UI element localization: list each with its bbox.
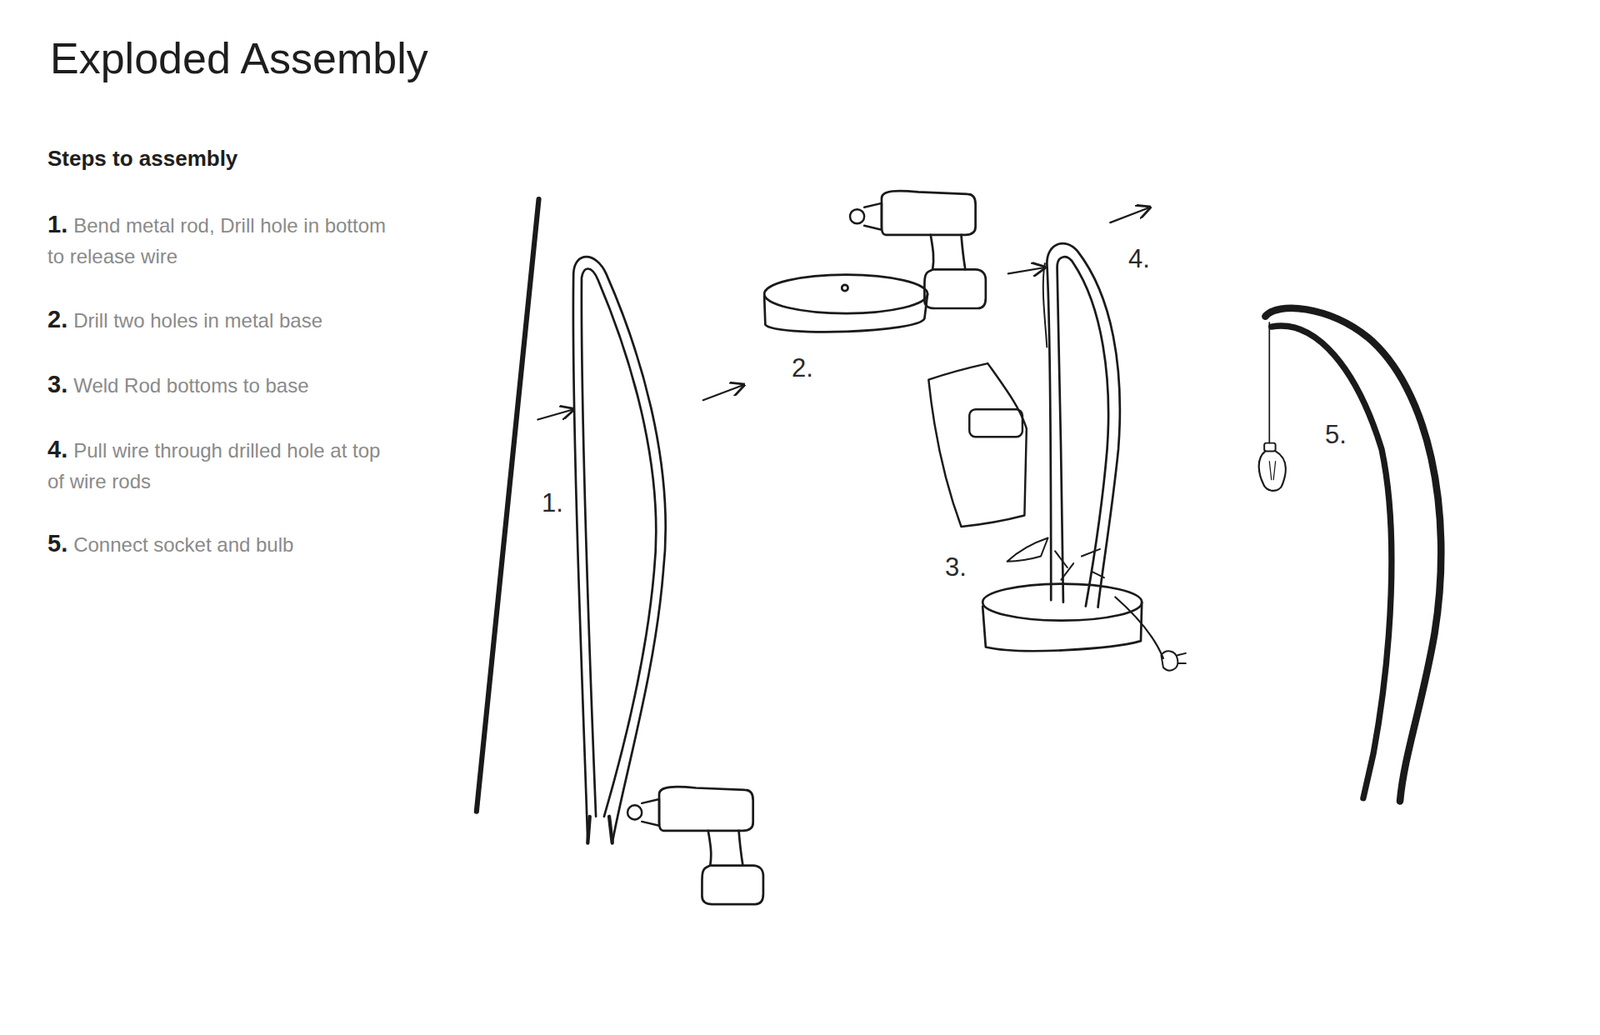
- callout-number: 3.: [945, 552, 967, 583]
- callout-number: 5.: [1325, 420, 1347, 450]
- assembly-step: 4.Pull wire through drilled hole at top …: [47, 435, 398, 499]
- assembly-step: 5.Connect socket and bulb: [47, 529, 398, 562]
- assembly-step: 1.Bend metal rod, Drill hole in bottom t…: [47, 210, 398, 274]
- arrow: [1110, 207, 1150, 223]
- weld-sparks: [1007, 537, 1105, 580]
- lamp-frame: [1043, 243, 1186, 670]
- arrow: [703, 385, 745, 400]
- step-number: 2.: [47, 305, 68, 333]
- step-text: Bend metal rod, Drill hole in bottom to …: [47, 214, 386, 268]
- callout-number: 4.: [1128, 244, 1150, 275]
- metal-rod: [476, 199, 540, 812]
- step-number: 4.: [47, 435, 68, 463]
- step-text: Weld Rod bottoms to base: [73, 374, 309, 397]
- step-text: Drill two holes in metal base: [73, 309, 323, 332]
- callout-number: 1.: [541, 488, 564, 519]
- arrow: [537, 409, 574, 420]
- assembly-step: 2.Drill two holes in metal base: [47, 305, 398, 338]
- welding-mask: [928, 363, 1027, 527]
- callout-number: 2.: [791, 353, 814, 384]
- page-title: Exploded Assembly: [50, 33, 429, 84]
- finished-lamp: [1259, 308, 1442, 802]
- step-number: 5.: [47, 530, 68, 557]
- assembly-step: 3.Weld Rod bottoms to base: [47, 370, 398, 403]
- step-text: Connect socket and bulb: [73, 533, 294, 556]
- step-number: 3.: [47, 370, 68, 398]
- metal-base: [764, 275, 928, 333]
- drill-icon: [627, 786, 764, 905]
- step-text: Pull wire through drilled hole at top of…: [47, 439, 380, 493]
- bent-rod: [573, 256, 666, 843]
- arrow: [1008, 267, 1045, 274]
- drill-icon: [850, 190, 986, 309]
- step-number: 1.: [47, 210, 68, 238]
- section-heading: Steps to assembly: [47, 145, 238, 172]
